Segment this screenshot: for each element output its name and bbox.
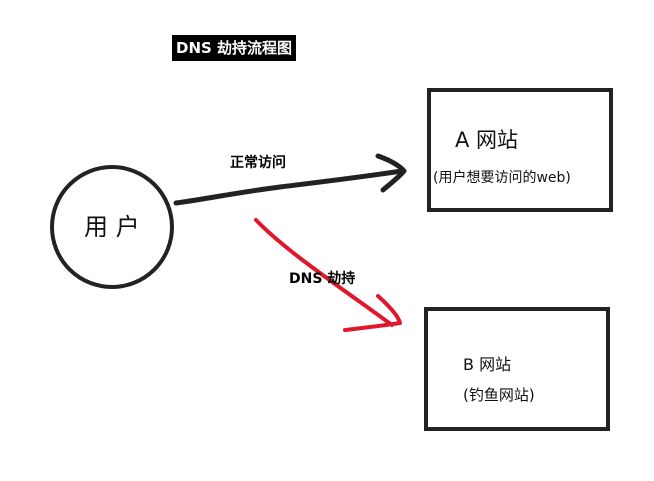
- site-a-name: A 网站: [455, 128, 519, 152]
- user-node-label: 用 户: [84, 213, 140, 241]
- dns-hijack-arrowhead: [343, 294, 402, 332]
- site-b-name: B 网站: [463, 355, 512, 374]
- diagram-title: DNS 劫持流程图: [172, 35, 297, 61]
- normal-access-label: 正常访问: [230, 155, 286, 171]
- site-a-note: (用户想要访问的web): [433, 170, 571, 186]
- user-node-circle: [50, 165, 174, 289]
- site-a-node-box: [427, 88, 613, 212]
- normal-access-arrow-line: [173, 168, 405, 206]
- dns-hijack-arrow-line: [254, 218, 394, 327]
- site-b-node-box: [424, 307, 610, 431]
- normal-access-arrowhead: [375, 153, 407, 193]
- dns-hijack-label: DNS 劫持: [289, 271, 356, 287]
- site-b-note: (钓鱼网站): [463, 386, 535, 404]
